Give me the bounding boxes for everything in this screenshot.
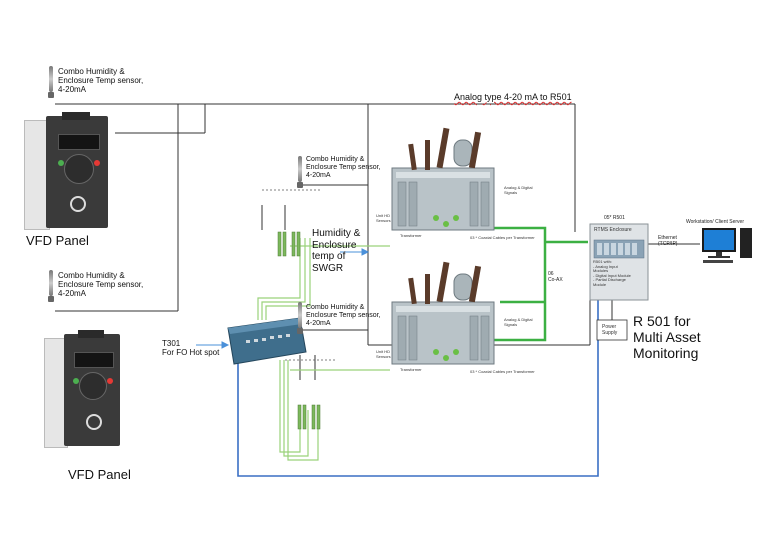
label-rtms-title: RTMS Enclosure	[594, 227, 632, 233]
label-sensor-center-top: Combo Humidity & Enclosure Temp sensor, …	[306, 156, 381, 180]
t301-device	[227, 317, 307, 365]
label-swgr: Humidity & Enclosure temp of SWGR	[312, 228, 361, 274]
fibre-bot-1	[279, 360, 301, 453]
label-analog-line: Analog type 4-20 mA to R501	[454, 92, 572, 102]
label-vfd-panel-bottom: VFD Panel	[68, 467, 131, 482]
label-sensor-mid-left: Combo Humidity & Enclosure Temp sensor, …	[58, 271, 144, 299]
humidity-sensor-center-bottom	[297, 302, 303, 334]
label-sensor-top-left: Combo Humidity & Enclosure Temp sensor, …	[58, 67, 144, 95]
label-r501: R 501 for Multi Asset Monitoring	[633, 313, 701, 362]
fibre-probes-bottom	[297, 404, 321, 430]
fo-blue-loop	[237, 300, 599, 477]
transformer-2-conservator	[453, 273, 473, 301]
label-rtms-list: R501 with: - Analog Input Modules - Digi…	[593, 259, 631, 287]
fibre-probes-top	[277, 231, 301, 257]
fibre-bot-3	[287, 360, 319, 461]
label-coax-cables-2: 03 * Coaxial Cables per Transformer	[470, 369, 535, 374]
transformer-2-top	[396, 306, 490, 312]
label-transformer-2: Transformer	[400, 367, 422, 372]
swgr-arrow-head	[361, 248, 370, 256]
label-signals-2: Analog & Digital Signals	[504, 317, 533, 327]
label-sensor-center-bottom: Combo Humidity & Enclosure Temp sensor, …	[306, 304, 381, 328]
transformer-1-conservator	[453, 139, 473, 167]
label-workstation: Workstation/ Client Server	[686, 219, 744, 225]
transformer-2	[391, 261, 495, 365]
fibre-top-1	[257, 238, 301, 320]
label-t301: T301 For FO Hot spot	[162, 339, 220, 358]
label-unit-hd-1: Unit HD Sensors	[376, 213, 391, 223]
label-power-supply: Power Supply	[602, 324, 618, 336]
fibre-top-3	[265, 238, 311, 320]
humidity-sensor-top-left	[48, 66, 54, 98]
fibre-top-2	[261, 238, 306, 320]
t301-arrow-head	[221, 341, 230, 349]
workstation-pc	[702, 228, 752, 263]
vfd-panel-top-image	[24, 112, 110, 230]
humidity-sensor-center-top	[297, 156, 303, 188]
fibre-bot-2	[283, 360, 309, 457]
label-transformer-1: Transformer	[400, 233, 422, 238]
transformer-1-top	[396, 172, 490, 178]
transformer-1	[391, 127, 495, 231]
label-coax-cables-1: 03 * Coaxial Cables per Transformer	[470, 235, 535, 240]
label-ethernet: Ethernet (TCP/IP)	[658, 235, 678, 247]
label-vfd-panel-top: VFD Panel	[26, 233, 89, 248]
label-coax-count: 06 Co-AX	[548, 271, 563, 283]
label-unit-hd-2: Unit HD Sensors	[376, 349, 391, 359]
power-supply-box	[596, 319, 628, 341]
humidity-sensor-mid-left	[48, 270, 54, 302]
label-signals-1: Analog & Digital Signals	[504, 185, 533, 195]
rtms-enclosure	[589, 223, 649, 301]
label-rtms-header: 05* R501	[604, 215, 625, 221]
vfd-panel-bottom-image	[44, 330, 122, 448]
